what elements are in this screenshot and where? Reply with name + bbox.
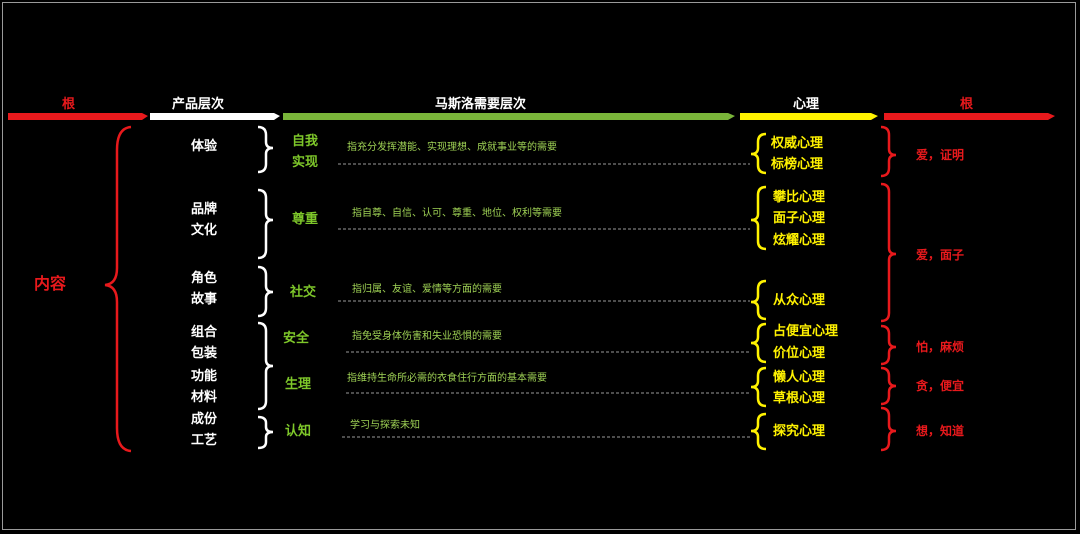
product-role: 角色 <box>191 271 218 286</box>
root-brace-3 <box>880 324 897 366</box>
maslow-desc-esteem: 指自尊、自信、认可、尊重、地位、权利等需要 <box>352 208 562 219</box>
header-maslow-levels: 马斯洛需要层次 <box>435 97 527 112</box>
maslow-social: 社交 <box>290 285 317 300</box>
product-brand: 品牌 <box>191 202 218 217</box>
product-combination: 组合 <box>191 325 218 340</box>
product-brace-1 <box>257 125 274 174</box>
product-ingredient: 成份 <box>191 412 218 427</box>
psych-lazy: 懒人心理 <box>773 370 826 385</box>
psych-face: 面子心理 <box>773 211 826 226</box>
maslow-safety: 安全 <box>283 331 310 346</box>
product-brace-3 <box>257 265 274 318</box>
maslow-self-actualization-2: 实现 <box>292 155 319 170</box>
content-brace <box>104 125 132 453</box>
root-love-proof: 爱，证明 <box>916 148 965 162</box>
header-root-right: 根 <box>960 97 974 112</box>
product-story: 故事 <box>191 292 218 307</box>
psych-brace-3 <box>750 279 767 321</box>
psych-exploration: 探究心理 <box>773 424 826 439</box>
product-arrow <box>150 113 280 120</box>
product-material: 材料 <box>191 390 218 405</box>
maslow-desc-social: 指归属、友谊、爱情等方面的需要 <box>352 284 502 295</box>
maslow-arrow <box>283 113 735 120</box>
root-greed-cheap: 贪，便宜 <box>916 379 965 393</box>
psych-brace-5 <box>750 366 767 408</box>
root-brace-5 <box>880 406 897 452</box>
maslow-esteem: 尊重 <box>292 212 319 227</box>
maslow-self-actualization-1: 自我 <box>292 134 319 149</box>
psych-price: 价位心理 <box>773 346 826 361</box>
psych-brace-6 <box>750 412 767 451</box>
root-left-arrow <box>8 113 148 120</box>
content-label: 内容 <box>34 274 67 293</box>
maslow-desc-cognition: 学习与探索未知 <box>350 420 420 431</box>
psych-grassroots: 草根心理 <box>773 391 826 406</box>
maslow-desc-self-actualization: 指充分发挥潜能、实现理想、成就事业等的需要 <box>347 142 557 153</box>
psych-conformity: 从众心理 <box>773 293 826 308</box>
psych-showoff: 炫耀心理 <box>773 233 826 248</box>
header-psychology: 心理 <box>793 97 820 112</box>
header-product-levels: 产品层次 <box>172 97 225 112</box>
psych-bargain: 占便宜心理 <box>773 324 839 339</box>
maslow-desc-safety: 指免受身体伤害和失业恐惧的需要 <box>352 331 502 342</box>
psych-brace-4 <box>750 322 767 364</box>
root-fear-hassle: 怕，麻烦 <box>916 340 965 354</box>
product-culture: 文化 <box>191 223 218 238</box>
header-root-left: 根 <box>62 97 76 112</box>
product-experience: 体验 <box>191 139 218 154</box>
psych-brace-2 <box>750 185 767 251</box>
psych-label-self: 标榜心理 <box>771 157 824 172</box>
psych-authority: 权威心理 <box>771 136 824 151</box>
root-want-know: 想，知道 <box>916 424 965 438</box>
root-brace-2 <box>880 182 897 323</box>
root-brace-4 <box>880 366 897 406</box>
root-love-face: 爱，面子 <box>916 248 965 262</box>
psych-arrow <box>740 113 878 120</box>
maslow-desc-physiological: 指维持生命所必需的衣食住行方面的基本需要 <box>347 373 547 384</box>
root-right-arrow <box>884 113 1055 120</box>
product-packaging: 包装 <box>191 346 218 361</box>
product-brace-4 <box>257 321 274 411</box>
product-function: 功能 <box>191 369 218 384</box>
product-brace-5 <box>257 415 274 450</box>
psych-comparison: 攀比心理 <box>773 190 826 205</box>
root-brace-1 <box>880 125 897 178</box>
product-brace-2 <box>257 188 274 260</box>
maslow-physiological: 生理 <box>285 377 312 392</box>
psych-brace-1 <box>750 132 767 175</box>
maslow-cognition: 认知 <box>285 424 312 439</box>
product-craft: 工艺 <box>191 433 218 448</box>
